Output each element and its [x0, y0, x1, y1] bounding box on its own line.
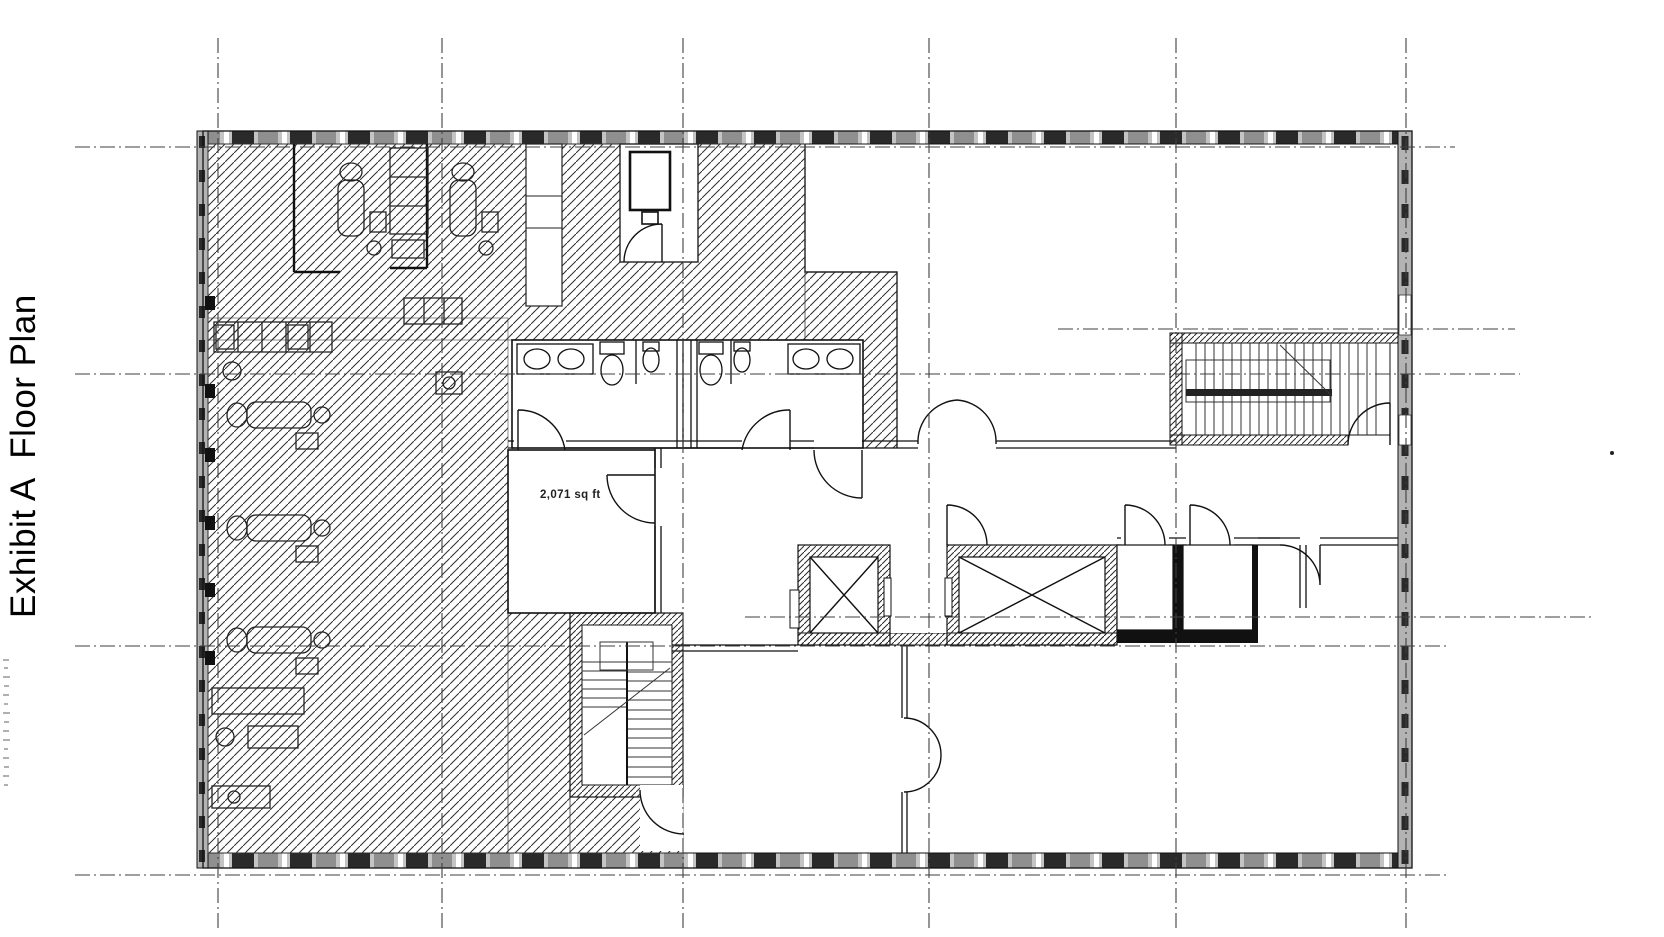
building-shell [196, 130, 1413, 869]
door-arc [1124, 504, 1166, 546]
door-arc [1279, 544, 1321, 586]
elevator-x-1 [809, 556, 879, 634]
sink-counter-right [787, 343, 861, 375]
illegible-stamp-marks [3, 659, 10, 786]
toilet-tank [698, 341, 724, 355]
equipment-room [628, 150, 672, 225]
sink [222, 361, 242, 381]
suite-fixtures [211, 147, 499, 809]
door-arc [1189, 504, 1231, 546]
dental-chair [226, 514, 331, 563]
sink [557, 348, 585, 370]
tall-cabinet [389, 147, 429, 235]
stair-treads [582, 661, 672, 778]
print-dot [1610, 451, 1614, 455]
building-outline [202, 130, 1413, 869]
stair-exit-door-arc [639, 789, 685, 835]
dental-chair [337, 162, 387, 256]
sink [523, 348, 551, 370]
elevator-door [883, 577, 892, 617]
door-arc [946, 504, 988, 546]
dental-chair [449, 162, 499, 256]
double-leaf-door [903, 717, 942, 793]
top-window-wall [202, 130, 1413, 145]
suite-partitions [292, 144, 429, 274]
door-arc [1347, 402, 1391, 446]
exhibit-title: Exhibit A Floor Plan [4, 294, 43, 618]
door-arc [741, 409, 791, 451]
door-arcs [517, 223, 1391, 793]
urinal [642, 347, 660, 373]
toilet-tank [599, 341, 625, 355]
door-arc [606, 474, 656, 524]
wall-columns [205, 296, 215, 665]
toilet [699, 354, 723, 386]
urinal [733, 347, 751, 373]
sink [792, 348, 820, 370]
dental-chair [226, 626, 331, 675]
toilet [600, 354, 624, 386]
door-arc [517, 409, 566, 451]
sink [826, 348, 854, 370]
stairwell-southwest [569, 612, 685, 851]
elevator-bank [789, 544, 1258, 646]
heavy-wall-south [1117, 630, 1258, 643]
door-arc [623, 223, 663, 263]
dental-chair [226, 401, 331, 450]
bottom-window-wall [202, 852, 1413, 869]
elevator-door [944, 577, 953, 617]
column-grid-lines [75, 38, 1592, 930]
stairwell-northeast [1169, 332, 1399, 446]
equipment-cabinet [628, 150, 672, 212]
room-carves [508, 143, 863, 613]
heavy-wall-divider [1173, 545, 1183, 643]
heavy-wall-east [1252, 545, 1258, 643]
double-door-arc [917, 399, 997, 445]
cabinet-row [213, 321, 333, 353]
service-rooms [1116, 544, 1258, 643]
elevator-x-2 [958, 556, 1106, 634]
area-label: 2,071 sq ft [540, 489, 601, 501]
door-arc [813, 449, 863, 499]
